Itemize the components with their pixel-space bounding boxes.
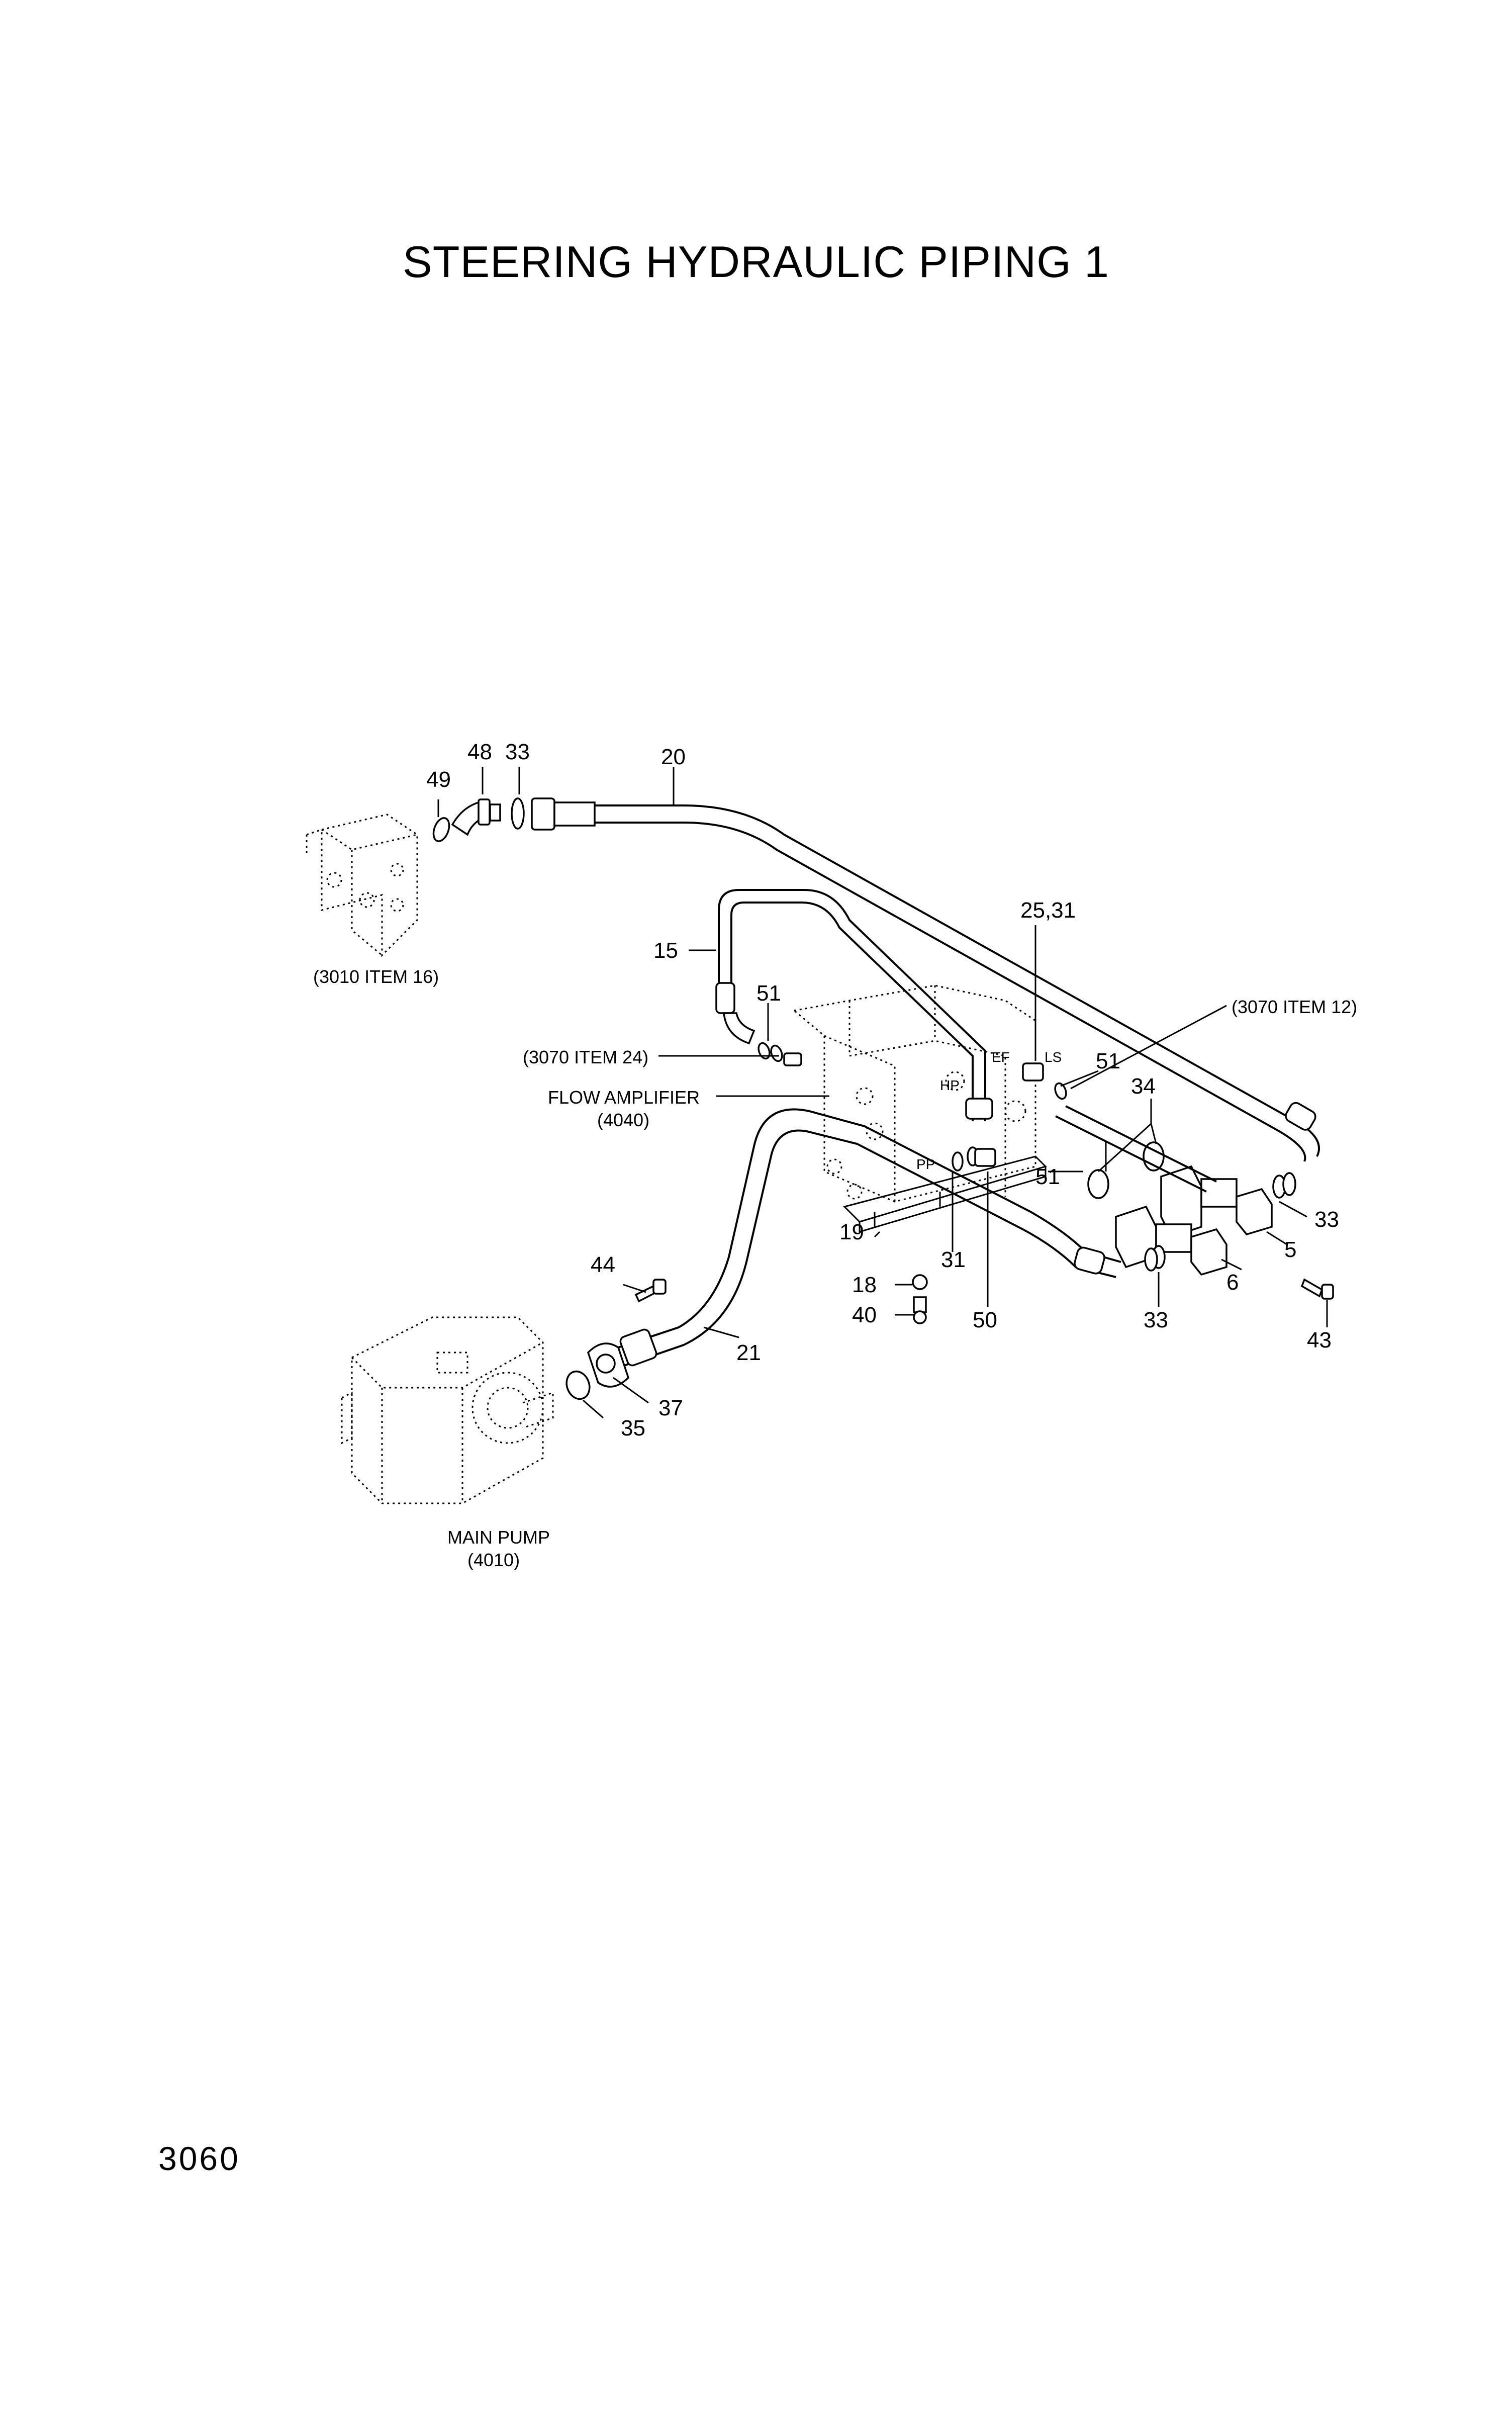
callout-6: 6 bbox=[1226, 1270, 1239, 1295]
hose-20 bbox=[595, 804, 1320, 1162]
label-3070-item-24: (3070 ITEM 24) bbox=[523, 1047, 648, 1067]
callout-51-right: 51 bbox=[1096, 1049, 1120, 1073]
callout-51-lower: 51 bbox=[1035, 1164, 1060, 1189]
callout-15: 15 bbox=[653, 938, 678, 963]
bolt-43 bbox=[1300, 1278, 1334, 1300]
callout-18: 18 bbox=[852, 1273, 877, 1297]
callout-21: 21 bbox=[736, 1340, 761, 1365]
label-flow-amplifier: FLOW AMPLIFIER bbox=[548, 1087, 700, 1108]
flow-amplifier-4040 bbox=[792, 984, 1036, 1203]
pump-flange-37 bbox=[565, 1279, 667, 1400]
port-ls: LS bbox=[1045, 1049, 1062, 1065]
fittings-top-left bbox=[432, 797, 596, 842]
page-number: 3060 bbox=[158, 2140, 240, 2177]
callout-25-31: 25,31 bbox=[1020, 898, 1076, 923]
label-main-pump: MAIN PUMP bbox=[447, 1527, 550, 1548]
port-pp: PP bbox=[916, 1156, 935, 1172]
callout-19: 19 bbox=[839, 1220, 864, 1244]
port-ef: EF bbox=[992, 1049, 1010, 1065]
label-flow-amplifier-code: (4040) bbox=[597, 1110, 649, 1130]
main-pump-4010 bbox=[341, 1316, 554, 1504]
callout-49: 49 bbox=[426, 767, 451, 792]
amplifier-fittings bbox=[758, 1042, 1067, 1324]
callout-50: 50 bbox=[973, 1308, 997, 1332]
label-3070-item-12: (3070 ITEM 12) bbox=[1232, 997, 1357, 1017]
callout-5: 5 bbox=[1284, 1237, 1296, 1262]
callout-31: 31 bbox=[941, 1247, 966, 1272]
port-hp: HP bbox=[940, 1077, 960, 1093]
reference-labels: (3010 ITEM 16) (3070 ITEM 12) (3070 ITEM… bbox=[313, 966, 1357, 1570]
callout-43: 43 bbox=[1307, 1328, 1332, 1353]
callout-34: 34 bbox=[1131, 1074, 1156, 1099]
callout-35: 35 bbox=[621, 1416, 645, 1440]
valve-block-3010 bbox=[306, 814, 418, 957]
callout-33-right: 33 bbox=[1314, 1207, 1339, 1232]
callout-37: 37 bbox=[658, 1396, 683, 1420]
callout-labels: 49 48 33 20 15 51 25,31 51 34 51 33 5 19… bbox=[426, 740, 1339, 1440]
page-title: STEERING HYDRAULIC PIPING 1 bbox=[403, 237, 1109, 287]
callout-33-bottom: 33 bbox=[1144, 1308, 1168, 1332]
label-3010-item-16: (3010 ITEM 16) bbox=[313, 966, 439, 987]
callout-40: 40 bbox=[852, 1303, 877, 1327]
callout-51-left: 51 bbox=[757, 981, 781, 1006]
callout-20: 20 bbox=[661, 745, 686, 769]
callout-33-top: 33 bbox=[505, 740, 530, 764]
leader-lines bbox=[437, 767, 1328, 1419]
hose-21 bbox=[618, 1108, 1121, 1369]
hose-15 bbox=[715, 889, 993, 1121]
label-main-pump-code: (4010) bbox=[467, 1550, 520, 1570]
callout-48: 48 bbox=[467, 740, 492, 764]
flanges-right bbox=[1055, 1105, 1296, 1276]
port-labels: EF LS HP PP bbox=[916, 1049, 1062, 1172]
callout-44: 44 bbox=[591, 1252, 615, 1277]
